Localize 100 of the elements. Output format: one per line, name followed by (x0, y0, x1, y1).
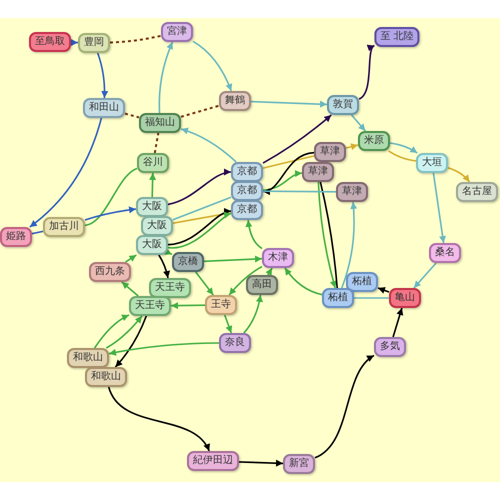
rail-line (263, 190, 336, 193)
station-name: 加古川 (49, 221, 79, 233)
station-box (456, 182, 498, 202)
station-name: 大阪 (142, 201, 162, 213)
station-box (358, 131, 390, 151)
station-name: 高田 (252, 279, 272, 291)
dashed-rail-line (180, 104, 220, 118)
rail-arrow (250, 100, 328, 108)
station-box (374, 27, 420, 47)
station-box (83, 98, 125, 118)
station-name: 柘植 (328, 292, 348, 304)
station-name: 豊岡 (84, 37, 104, 49)
station-name: 草津 (308, 166, 328, 178)
rail-arrow (246, 220, 262, 250)
station-name: 西九条 (95, 266, 125, 278)
station-name: 新宮 (289, 458, 309, 470)
station-name: 至鳥取 (35, 36, 65, 48)
rail-arrow (204, 256, 262, 262)
rail-line (262, 155, 314, 169)
rail-arrow (224, 314, 232, 334)
station-name: 大阪 (142, 239, 162, 251)
rail-arrow (243, 294, 263, 334)
dashed-rail-line (124, 112, 140, 118)
station-name: 多気 (380, 341, 400, 353)
rail-line (84, 168, 138, 226)
rail-arrow (192, 40, 232, 92)
station-box (429, 243, 461, 263)
station-name: 宮津 (167, 26, 187, 38)
station-box (219, 333, 251, 353)
station-name: 京橋 (178, 256, 198, 268)
station-box (161, 22, 193, 42)
station-box (262, 248, 294, 268)
station-name: 谷川 (143, 157, 163, 169)
station-box (89, 262, 131, 282)
station-box (29, 32, 71, 52)
station-box (246, 275, 278, 295)
station-name: 草津 (342, 186, 362, 198)
rail-line (388, 150, 416, 162)
station-box (136, 235, 168, 255)
station-box (416, 153, 448, 173)
rail-arrow (29, 118, 102, 228)
rail-arrow (108, 386, 210, 452)
rail-arrow (341, 202, 358, 288)
station-box (139, 113, 181, 133)
station-box (85, 367, 127, 387)
station-box (374, 337, 406, 357)
rail-arrow (358, 44, 375, 100)
rail-arrow (266, 268, 273, 276)
rail-arrow (106, 316, 143, 349)
rail-line (172, 196, 232, 221)
station-box (346, 272, 378, 292)
station-box (302, 162, 334, 182)
station-box (67, 348, 109, 368)
rail-arrow (314, 354, 374, 458)
rail-arrow (149, 172, 156, 198)
rail-arrow (351, 114, 366, 132)
station-box (0, 227, 32, 247)
station-box (137, 153, 169, 173)
station-name: 亀山 (395, 292, 415, 304)
station-name: 王寺 (211, 299, 231, 311)
rail-arrow (125, 254, 137, 263)
rail-arrow (262, 170, 302, 191)
rail-arrow (228, 266, 262, 296)
station-box (136, 197, 168, 217)
station-name: 敦賀 (333, 99, 353, 111)
rail-arrow (413, 262, 437, 289)
station-name: 名古屋 (462, 186, 492, 198)
rail-arrow (180, 128, 237, 163)
station-name: 桑名 (435, 247, 455, 259)
station-box (231, 200, 263, 220)
rail-arrow (448, 167, 470, 182)
station-box (336, 182, 368, 202)
station-box (389, 288, 421, 308)
station-name: 紀伊田辺 (193, 455, 233, 467)
station-box (314, 142, 346, 162)
rail-line (172, 212, 232, 224)
station-box (231, 181, 263, 201)
rail-arrow (84, 206, 136, 221)
rail-arrow (158, 42, 174, 114)
rail-arrow (262, 152, 314, 194)
station-name: 天王寺 (155, 282, 185, 294)
station-name: 和歌山 (73, 352, 103, 364)
station-name: 京都 (237, 166, 257, 178)
station-box (149, 278, 191, 298)
rail-line (32, 230, 44, 234)
station-name: 柘植 (352, 276, 372, 288)
station-name: 奈良 (225, 337, 245, 349)
station-name: 舞鶴 (225, 95, 245, 107)
station-name: 姫路 (6, 231, 26, 243)
station-name: 和歌山 (91, 371, 121, 383)
rail-arrow (432, 172, 446, 244)
station-name: 木津 (268, 252, 288, 264)
station-box (187, 451, 239, 471)
station-name: 大阪 (147, 220, 167, 232)
rail-arrow (378, 287, 390, 294)
rail-arrow (70, 38, 78, 46)
rail-line (354, 297, 389, 299)
rail-arrow (170, 302, 206, 310)
dashed-rail-line (110, 34, 162, 44)
rail-arrow (108, 342, 219, 356)
